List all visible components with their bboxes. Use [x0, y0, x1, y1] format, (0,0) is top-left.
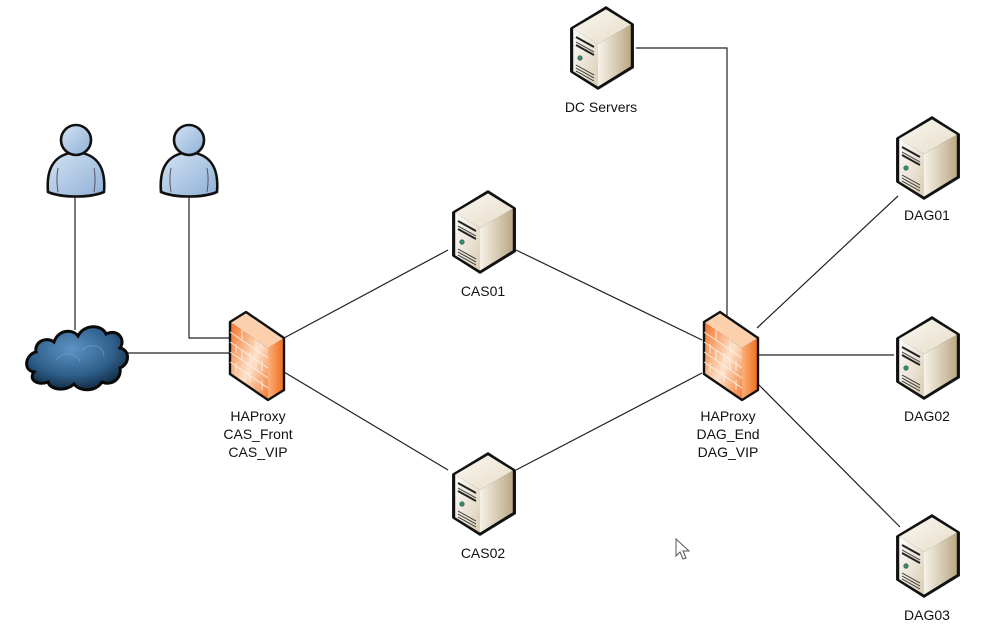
- firewall-icon-haproxy-front[interactable]: [228, 310, 286, 402]
- mouse-cursor-icon: [675, 538, 691, 560]
- internet-cloud-icon[interactable]: [25, 325, 129, 392]
- edge-haproxy-front-cas01: [283, 249, 449, 339]
- server-icon-dc-servers[interactable]: [568, 4, 636, 92]
- edge-dc-haproxy-end: [636, 47, 728, 318]
- label-dag02: DAG02: [904, 408, 950, 424]
- server-icon-dag01[interactable]: [894, 114, 962, 202]
- label-cas02: CAS02: [460, 545, 506, 561]
- edge-user2-haproxy-front: [188, 190, 232, 339]
- label-dc-servers: DC Servers: [564, 99, 638, 115]
- firewall-icon-haproxy-end[interactable]: [702, 310, 760, 402]
- user-icon-2[interactable]: [159, 123, 219, 198]
- user-icon-1[interactable]: [46, 123, 106, 198]
- edge-cas02-haproxy-end: [515, 372, 703, 471]
- label-haproxy-end-line3: DAG_VIP: [697, 444, 759, 460]
- server-icon-dag02[interactable]: [894, 314, 962, 402]
- label-haproxy-end: HAProxy DAG_End DAG_VIP: [696, 407, 759, 461]
- edge-haproxy-front-cas02: [283, 371, 449, 471]
- label-haproxy-front-line3: CAS_VIP: [228, 444, 288, 460]
- label-haproxy-front: HAProxy CAS_Front CAS_VIP: [223, 407, 292, 461]
- edge-haproxy-end-dag03: [756, 382, 901, 528]
- server-icon-dag03[interactable]: [894, 512, 962, 600]
- label-haproxy-front-line1: HAProxy: [230, 408, 286, 424]
- label-haproxy-end-line1: HAProxy: [700, 408, 756, 424]
- label-haproxy-end-line2: DAG_End: [696, 426, 760, 442]
- label-dag01: DAG01: [904, 207, 950, 223]
- edge-haproxy-end-dag01: [756, 195, 899, 329]
- label-cas01: CAS01: [460, 283, 506, 299]
- server-icon-cas02[interactable]: [450, 450, 518, 538]
- label-haproxy-front-line2: CAS_Front: [223, 426, 293, 442]
- edge-cas01-haproxy-end: [515, 249, 703, 341]
- label-dag03: DAG03: [904, 607, 950, 623]
- server-icon-cas01[interactable]: [450, 188, 518, 276]
